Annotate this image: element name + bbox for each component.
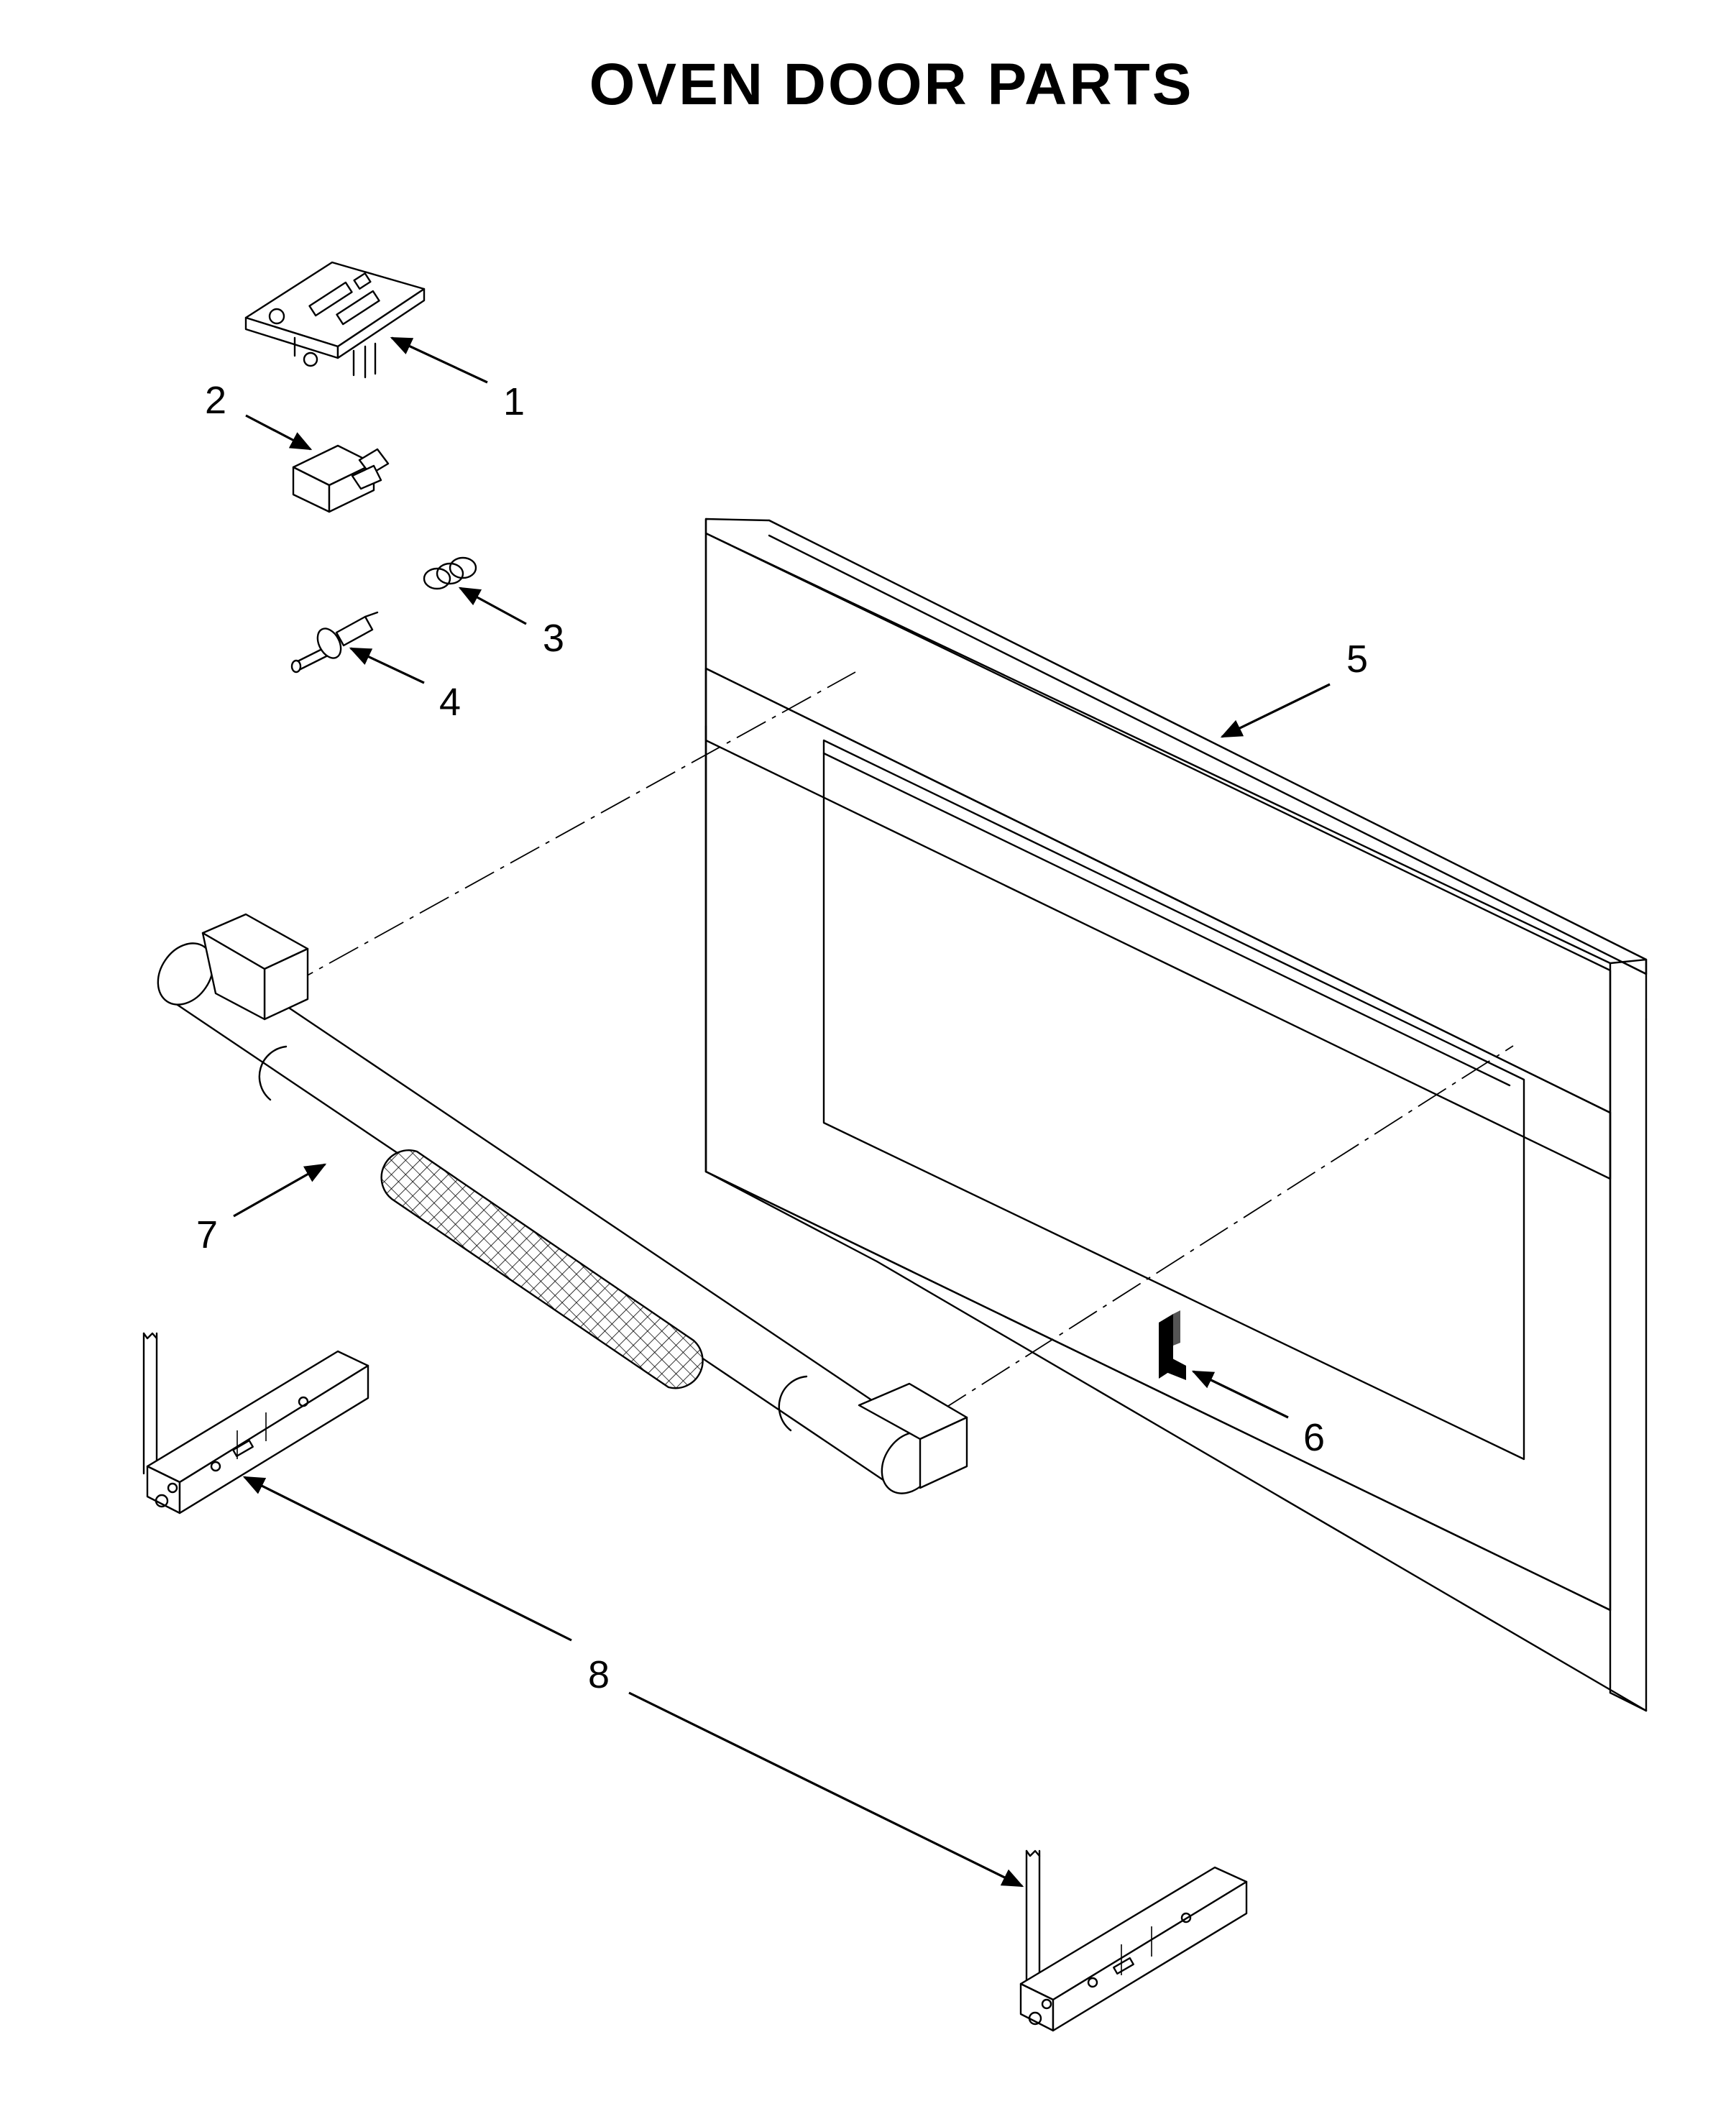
arrow-3 (458, 587, 527, 625)
arrow-1 (390, 336, 488, 384)
part-2-door-switch (292, 444, 390, 513)
part-7-door-handle (157, 913, 968, 1494)
callout-arrows (233, 336, 1331, 1888)
part-4-plunger (290, 611, 379, 674)
part-3-spring (423, 556, 477, 590)
callout-4: 4 (439, 681, 461, 724)
arrow-5 (1220, 683, 1331, 738)
alignment-line-upper (283, 671, 856, 989)
part-8-hinge-left (142, 1332, 369, 1514)
page-title: OVEN DOOR PARTS (589, 52, 1194, 117)
callout-3: 3 (543, 617, 564, 660)
arrow-7 (233, 1163, 327, 1218)
part-5-oven-door (704, 518, 1648, 1712)
callout-8: 8 (588, 1653, 610, 1696)
part-8-hinge-right (1019, 1849, 1248, 2032)
arrow-6 (1191, 1370, 1289, 1419)
part-6-clip (1159, 1310, 1186, 1380)
arrow-8-left (242, 1476, 572, 1642)
part-1-latch-assembly (244, 261, 426, 379)
callout-2: 2 (205, 379, 226, 422)
arrow-8-right (628, 1691, 1024, 1888)
alignment-line-lower (937, 1045, 1514, 1413)
arrow-2 (245, 414, 313, 451)
callout-1: 1 (503, 380, 525, 423)
arrow-4 (349, 647, 425, 684)
callout-6: 6 (1303, 1416, 1325, 1459)
callout-5: 5 (1346, 638, 1368, 681)
callout-7: 7 (196, 1213, 218, 1256)
